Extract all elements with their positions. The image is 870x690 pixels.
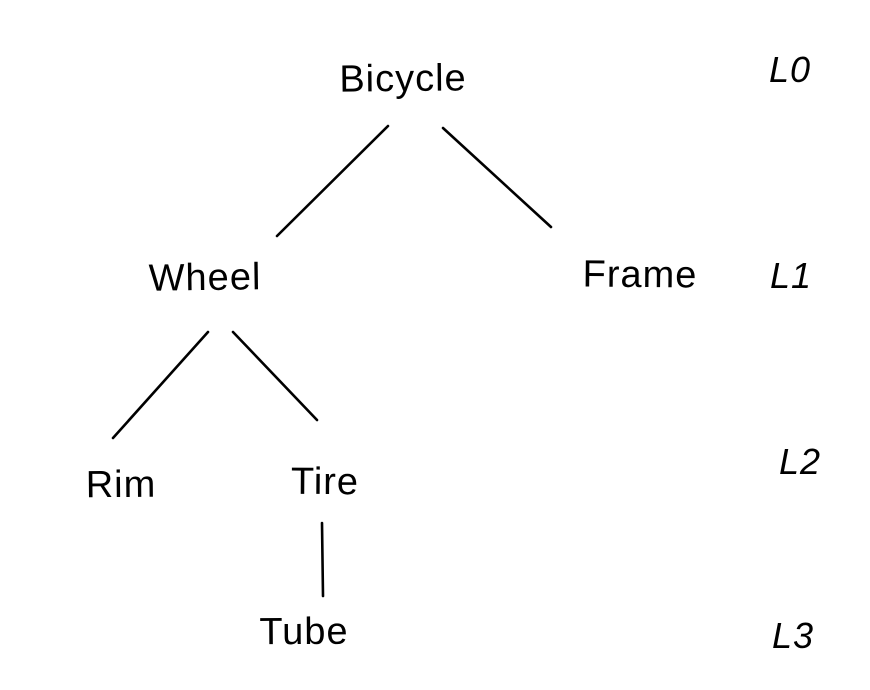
node-bicycle: Bicycle bbox=[339, 57, 467, 101]
node-frame: Frame bbox=[582, 253, 698, 297]
node-wheel: Wheel bbox=[148, 256, 262, 300]
level-label-l2: L2 bbox=[778, 441, 822, 482]
edge-wheel-tire bbox=[231, 330, 319, 422]
edge-bicycle-wheel bbox=[275, 124, 390, 238]
level-label-l3: L3 bbox=[771, 615, 815, 656]
level-label-l1: L1 bbox=[769, 255, 813, 296]
edge-bicycle-frame bbox=[441, 126, 553, 229]
node-tire: Tire bbox=[290, 460, 360, 504]
level-label-l0: L0 bbox=[768, 49, 812, 90]
edge-wheel-rim bbox=[111, 330, 210, 440]
node-rim: Rim bbox=[85, 463, 157, 507]
edge-tire-tube bbox=[320, 521, 325, 598]
node-tube: Tube bbox=[259, 610, 349, 654]
